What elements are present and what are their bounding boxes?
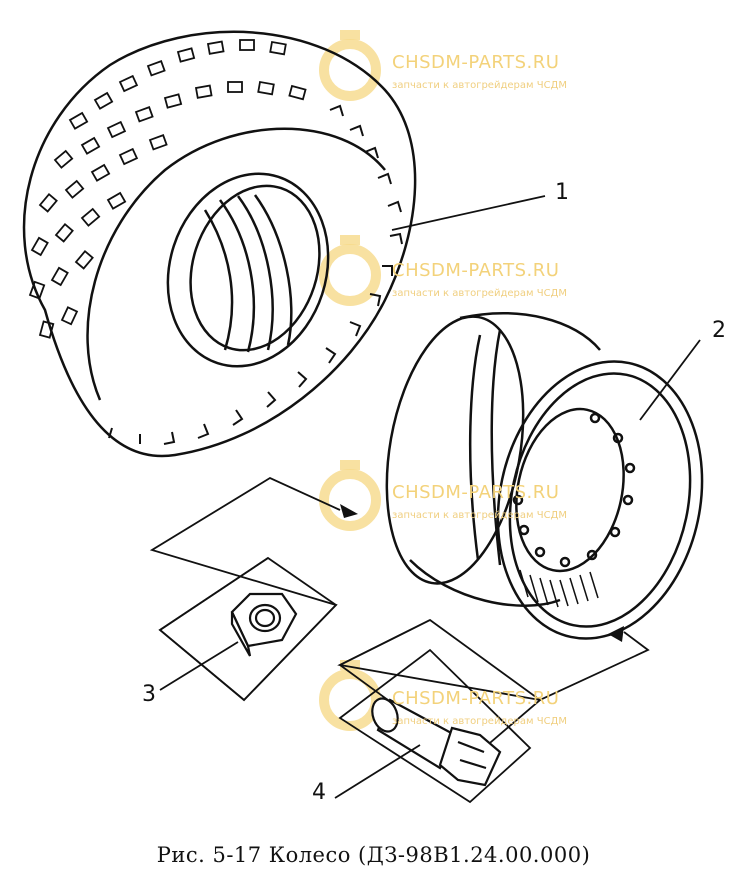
figure-caption: Рис. 5-17 Колесо (ДЗ-98В1.24.00.000) <box>156 843 591 867</box>
rim-hatching <box>519 569 599 608</box>
assembly-guide-lines <box>149 476 650 804</box>
watermark-tagline: запчасти к автогрейдерам ЧСДМ <box>392 510 567 521</box>
watermark-brand: CHSDM-PARTS.RU <box>392 482 560 503</box>
rim-drawing <box>385 312 704 640</box>
tire-tread-pattern <box>28 39 307 339</box>
watermark-tagline: запчасти к автогрейдерам ЧСДМ <box>392 80 567 91</box>
callout-label-3: 3 <box>142 682 156 707</box>
watermark-brand: CHSDM-PARTS.RU <box>392 688 560 709</box>
rim-bolt-holes <box>512 412 636 568</box>
watermark-tagline: запчасти к автогрейдерам ЧСДМ <box>392 716 567 727</box>
watermark-gear-teeth-icon <box>340 30 360 670</box>
arrowhead-icon <box>340 504 624 642</box>
nut-drawing <box>230 592 298 657</box>
watermark-brand: CHSDM-PARTS.RU <box>392 52 560 73</box>
watermark-brand: CHSDM-PARTS.RU <box>392 260 560 281</box>
tire-sidewall-lugs <box>108 104 403 445</box>
watermark-tagline: запчасти к автогрейдерам ЧСДМ <box>392 288 567 299</box>
leader-lines <box>159 195 701 799</box>
callout-label-4: 4 <box>312 780 326 805</box>
tire-drawing <box>22 30 417 458</box>
watermark-gear-icon <box>319 39 381 731</box>
callout-label-2: 2 <box>712 318 726 343</box>
bolt-drawing <box>371 697 502 787</box>
callout-label-1: 1 <box>555 180 569 205</box>
